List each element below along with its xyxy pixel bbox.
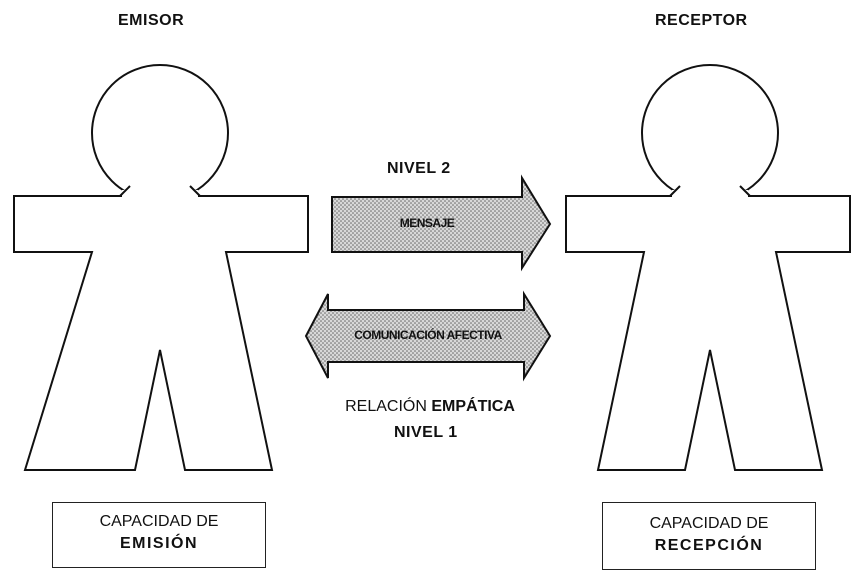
- empathic-relation-label: RELACIÓN EMPÁTICA: [300, 398, 560, 416]
- receiver-title: RECEPTOR: [655, 12, 748, 29]
- receiver-capacity-line1: CAPACIDAD DE: [649, 515, 769, 532]
- sender-body: [13, 195, 309, 471]
- level1-label: NIVEL 1: [394, 424, 458, 441]
- sender-figure: [13, 64, 309, 471]
- receiver-capacity-line2: RECEPCIÓN: [654, 537, 764, 554]
- message-arrow-label: MENSAJE: [399, 216, 455, 230]
- affective-communication-label: COMUNICACIÓN AFECTIVA: [354, 328, 502, 342]
- receiver-body: [565, 195, 851, 471]
- sender-title: EMISOR: [118, 12, 185, 29]
- message-arrow: [331, 174, 552, 272]
- receiver-head: [641, 64, 779, 202]
- level2-label: NIVEL 2: [387, 160, 451, 177]
- sender-head: [91, 64, 229, 202]
- relation-bold: EMPÁTICA: [431, 398, 515, 415]
- sender-capacity-line1: CAPACIDAD DE: [99, 513, 219, 530]
- affective-communication-arrow: [304, 290, 552, 382]
- relation-prefix: RELACIÓN: [345, 398, 427, 415]
- sender-capacity-box: CAPACIDAD DE EMISIÓN: [52, 502, 266, 568]
- sender-capacity-line2: EMISIÓN: [119, 535, 199, 552]
- receiver-capacity-box: CAPACIDAD DE RECEPCIÓN: [602, 502, 816, 570]
- receiver-figure: [565, 64, 851, 471]
